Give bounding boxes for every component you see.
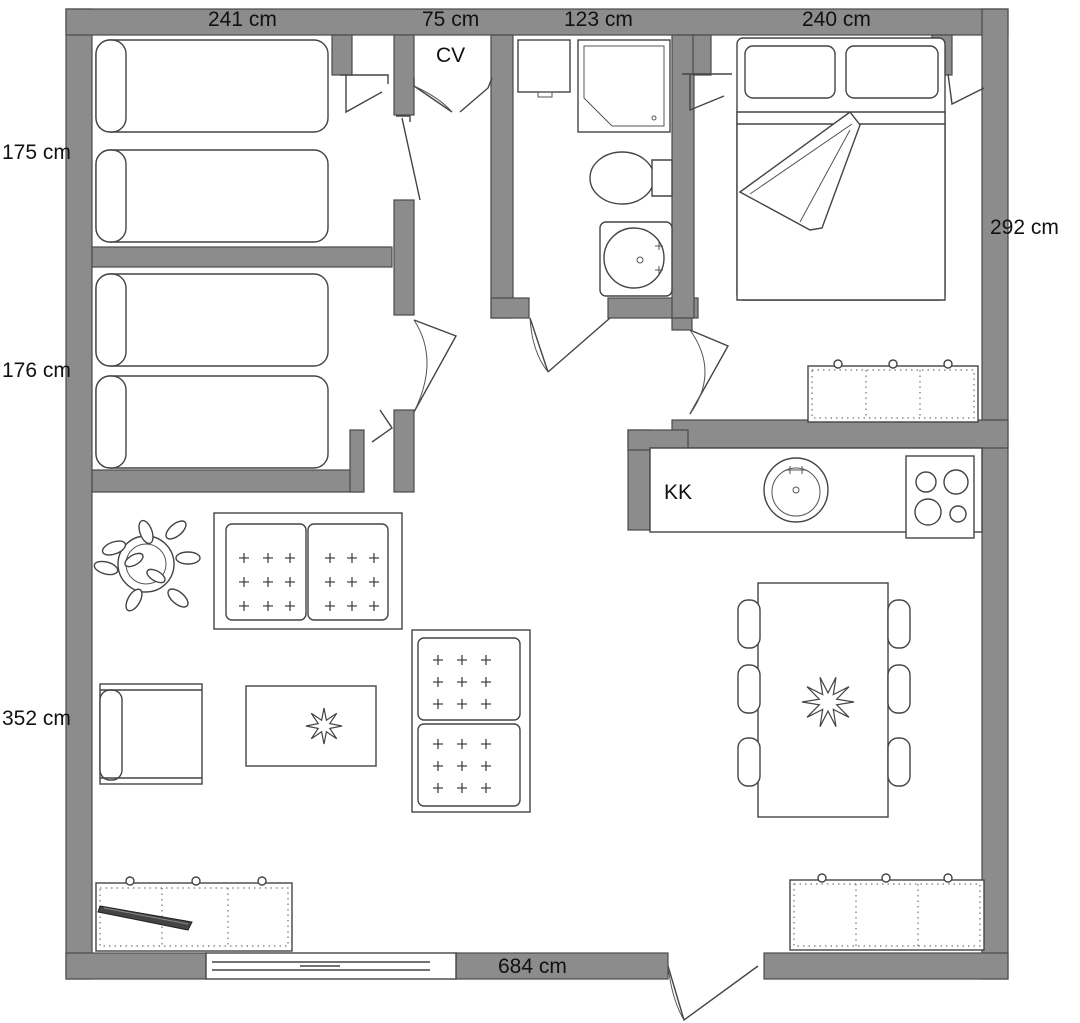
sofa-tuft-mark: [239, 553, 249, 563]
sofa-tuft-mark: [285, 577, 295, 587]
sofa-tuft-mark: [433, 699, 443, 709]
sofa-tuft-mark: [457, 655, 467, 665]
bed-top-left: [95, 39, 329, 243]
kitchen-sink-icon: [763, 457, 829, 523]
plant-icon: [93, 519, 201, 612]
sofa-tuft-mark: [481, 783, 491, 793]
room-label-toilet: CV: [436, 44, 466, 67]
dimension-left-3: 352 cm: [2, 707, 71, 730]
sofa-tuft-mark: [347, 553, 357, 563]
bed-double: [736, 37, 946, 301]
sofa-tuft-mark: [325, 553, 335, 563]
chair-icon: [737, 599, 911, 787]
sofa-tuft-mark: [457, 677, 467, 687]
tv-icon: [97, 905, 193, 931]
dimension-left-2: 176 cm: [2, 359, 71, 382]
sofa-tuft-mark: [347, 601, 357, 611]
toilet-icon: [589, 151, 673, 205]
sofa-tuft-mark: [325, 577, 335, 587]
sofa-tuft-mark: [457, 783, 467, 793]
bed-bottom-left: [95, 273, 329, 469]
cabinet-right-bedroom: [807, 359, 979, 423]
interior-walls: [91, 34, 1009, 531]
sliding-door: [205, 952, 457, 980]
sofa-tuft-mark: [369, 601, 379, 611]
sofa-tuft-mark: [325, 601, 335, 611]
dimension-left-1: 175 cm: [2, 141, 71, 164]
sofa-tuft-mark: [433, 739, 443, 749]
stove-icon: [905, 455, 975, 539]
sofa-tuft-mark: [369, 577, 379, 587]
shower-icon: [577, 39, 671, 133]
sofa-tuft-mark: [481, 655, 491, 665]
flower-icon: [305, 707, 343, 745]
sofa-tuft-mark: [457, 699, 467, 709]
sofa-tuft-mark: [263, 577, 273, 587]
decorative-marks: [239, 553, 855, 793]
dimension-top-3: 123 cm: [564, 8, 633, 31]
sofa-tuft-mark: [347, 577, 357, 587]
sofa-tuft-mark: [263, 601, 273, 611]
dimension-right-1: 292 cm: [990, 216, 1059, 239]
sofa-tuft-mark: [239, 601, 249, 611]
sofa-tuft-mark: [481, 761, 491, 771]
flower-icon: [801, 677, 855, 727]
sofa-tuft-mark: [433, 761, 443, 771]
sofa-tuft-mark: [457, 761, 467, 771]
sofa-tuft-mark: [369, 553, 379, 563]
sofa-top: [213, 512, 403, 630]
sofa-tuft-mark: [457, 739, 467, 749]
cabinet-small: [517, 39, 571, 98]
sofa-tuft-mark: [481, 739, 491, 749]
dimension-bottom: 684 cm: [498, 955, 567, 978]
outer-walls: [65, 8, 1009, 980]
sofa-tuft-mark: [285, 553, 295, 563]
armchair: [99, 683, 203, 785]
sofa-tuft-mark: [263, 553, 273, 563]
door-swing-icon: [340, 73, 985, 1022]
cabinet-bottom-right: [789, 873, 985, 951]
sofa-tuft-mark: [285, 601, 295, 611]
sofa-tuft-mark: [433, 783, 443, 793]
dimension-top-4: 240 cm: [802, 8, 871, 31]
sofa-tuft-mark: [433, 655, 443, 665]
sofa-tuft-mark: [481, 677, 491, 687]
sofa-tuft-mark: [433, 677, 443, 687]
dimension-top-1: 241 cm: [208, 8, 277, 31]
dimension-top-2: 75 cm: [422, 8, 480, 31]
sofa-tuft-mark: [481, 699, 491, 709]
sofa-right: [411, 629, 531, 813]
sink-icon: [599, 221, 673, 297]
room-label-kitchen: KK: [664, 481, 693, 504]
sofa-tuft-mark: [239, 577, 249, 587]
